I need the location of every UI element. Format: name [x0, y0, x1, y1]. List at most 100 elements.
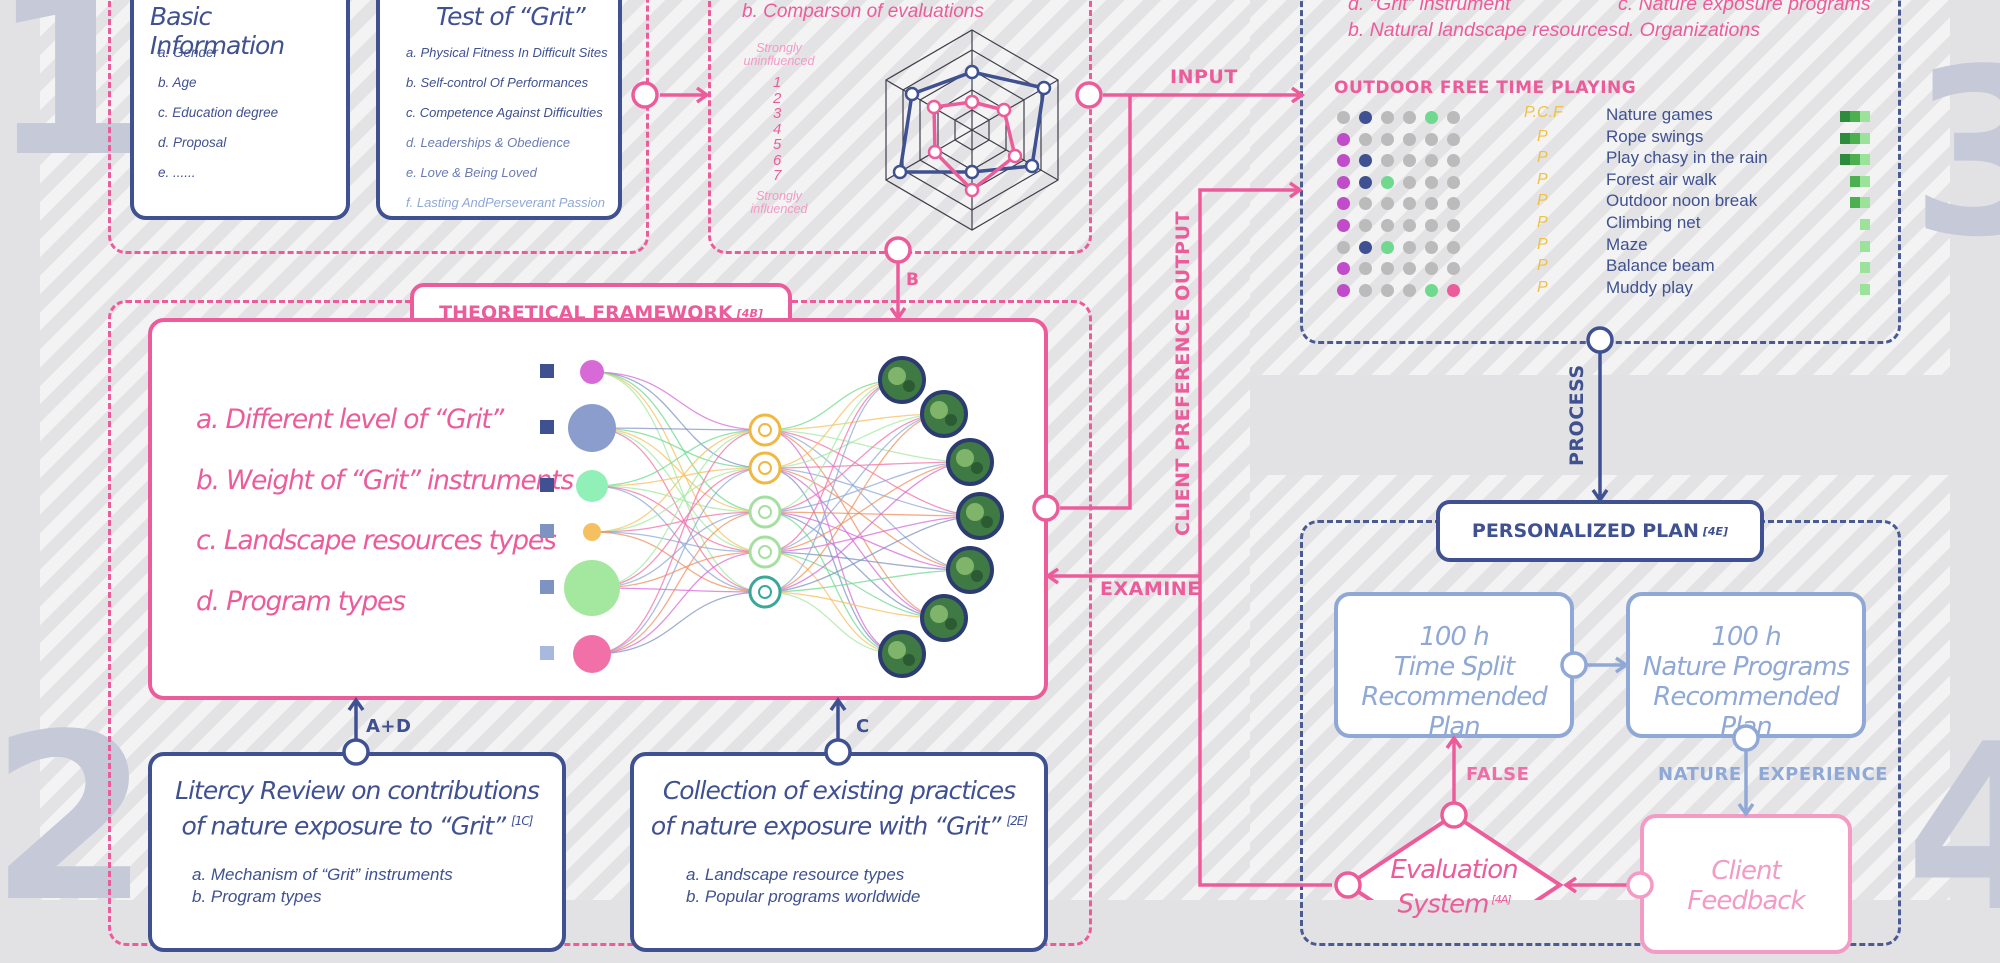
radar-point: [1036, 80, 1052, 96]
network-edge: [764, 467, 945, 619]
preference-dot: [1403, 262, 1416, 276]
network-edge: [591, 591, 766, 655]
basic-info-item: d. Proposal: [158, 135, 227, 150]
plan-line: 100 h: [1419, 622, 1489, 652]
outdoor-row-name: Balance beam: [1606, 256, 1715, 276]
grit-test-title: Test of “Grit”: [436, 2, 586, 31]
legend-square: [540, 478, 554, 492]
rating-bar-segment: [1860, 240, 1870, 252]
framework-item: d. Program types: [196, 585, 406, 617]
network-edge: [764, 429, 971, 463]
collection-ref: [2E]: [1006, 814, 1028, 828]
connector-dot: [342, 738, 370, 766]
source-node: [573, 635, 611, 673]
outdoor-row-name: Maze: [1606, 234, 1648, 254]
plan-title: PERSONALIZED PLAN: [1471, 520, 1699, 542]
network-edge: [764, 461, 971, 593]
arrow-head: [1591, 488, 1609, 504]
preference-dot: [1403, 283, 1416, 297]
c-label: C: [856, 716, 870, 737]
network-edge: [591, 467, 766, 533]
preference-dot: [1403, 154, 1416, 168]
connector-line: [1198, 188, 1332, 887]
network-edge: [591, 427, 766, 469]
arrow-head: [1288, 181, 1304, 199]
network-edge: [591, 371, 766, 553]
preference-dot: [1359, 154, 1372, 168]
rating-bar-segment: [1840, 154, 1850, 166]
network-edge: [764, 461, 971, 469]
arrow-head: [1737, 802, 1755, 818]
grit-test-item: b. Self-control Of Performances: [406, 75, 589, 90]
scale-bottom-label: Strongly influenced: [750, 189, 808, 216]
network-edge: [764, 515, 981, 553]
network-edge: [764, 511, 981, 517]
network-edge: [591, 511, 766, 533]
framework-items: a. Different level of “Grit” b. Weight o…: [196, 390, 574, 632]
examine-label: EXAMINE: [1100, 578, 1201, 600]
preference-dot: [1403, 240, 1416, 254]
rating-bar-segment: [1860, 111, 1870, 122]
network-edge: [764, 429, 903, 655]
preference-dot: [1359, 240, 1372, 254]
preference-dot: [1337, 283, 1350, 297]
network-edge: [591, 587, 766, 593]
photo-node-detail: [945, 618, 957, 630]
outdoor-row-name: Rope swings: [1606, 126, 1704, 146]
arrow-head: [1290, 86, 1306, 104]
category-icon-node: [748, 495, 782, 529]
radar-point: [996, 102, 1012, 118]
rating-bar-segment: [1850, 175, 1860, 187]
rating-bar-segment: [1850, 197, 1860, 209]
comparison-title: b. Comparson of evaluations: [742, 1, 984, 22]
outdoor-row-name: Nature games: [1606, 105, 1713, 124]
network-edge: [764, 551, 971, 571]
b-label: B: [906, 270, 920, 290]
network-edge: [764, 379, 903, 593]
photo-node-detail: [903, 654, 915, 666]
preference-dot: [1381, 197, 1394, 211]
outdoor-row-code: P: [1537, 257, 1548, 275]
plan-line: 100 h: [1711, 622, 1781, 652]
arrow-head: [695, 86, 711, 104]
network-edge: [764, 413, 945, 553]
resource-item: d. Organizations: [1618, 19, 1760, 41]
collection-title-line1: Collection of existing practices: [662, 776, 1016, 805]
network-edge: [591, 551, 766, 655]
basic-info-title: Basic Information: [150, 2, 285, 60]
network-edge: [591, 467, 766, 589]
outdoor-title: OUTDOOR FREE TIME PLAYING: [1334, 78, 1637, 98]
grit-test-item: d. Leaderships & Obedience: [406, 135, 571, 150]
basic-info-item: b. Age: [158, 75, 197, 90]
preference-dot: [1337, 262, 1350, 276]
outdoor-row-code: P: [1537, 192, 1548, 210]
photo-node-detail: [956, 449, 974, 467]
basic-info-card: Basic Information a. Gender b. Age c. Ed…: [130, 0, 350, 220]
preference-dot: [1447, 175, 1460, 189]
plan-line: Time Split: [1393, 652, 1515, 682]
connector-dot: [1732, 724, 1760, 752]
literacy-title-line2-wrap: of nature exposure to “Grit”[1C]: [152, 806, 562, 841]
preference-dot: [1359, 197, 1372, 211]
radar-point: [1007, 148, 1023, 164]
framework-item: a. Different level of “Grit”: [196, 404, 504, 435]
nature-label: NATURE: [1658, 764, 1742, 785]
plan-ref: [4E]: [1702, 524, 1729, 538]
photo-node-detail: [966, 503, 984, 521]
rating-bar-segment: [1860, 132, 1870, 144]
preference-dot: [1381, 154, 1394, 168]
scale-number: 6: [773, 151, 782, 169]
photo-node-detail: [945, 414, 957, 426]
network-edge: [764, 515, 981, 593]
rating-bar-segment: [1850, 132, 1860, 144]
collection-title: Collection of existing practices of natu…: [634, 776, 1044, 841]
legend-square: [540, 420, 554, 434]
radar-point: [964, 164, 980, 180]
legend-square: [540, 364, 554, 378]
network-edge: [591, 551, 766, 589]
source-node: [576, 470, 608, 502]
network-edge: [591, 371, 766, 513]
scale-numbers: 1 2 3 4 5 6 7: [773, 75, 781, 184]
photo-node-detail: [971, 570, 983, 582]
arrow-head: [1044, 567, 1060, 585]
